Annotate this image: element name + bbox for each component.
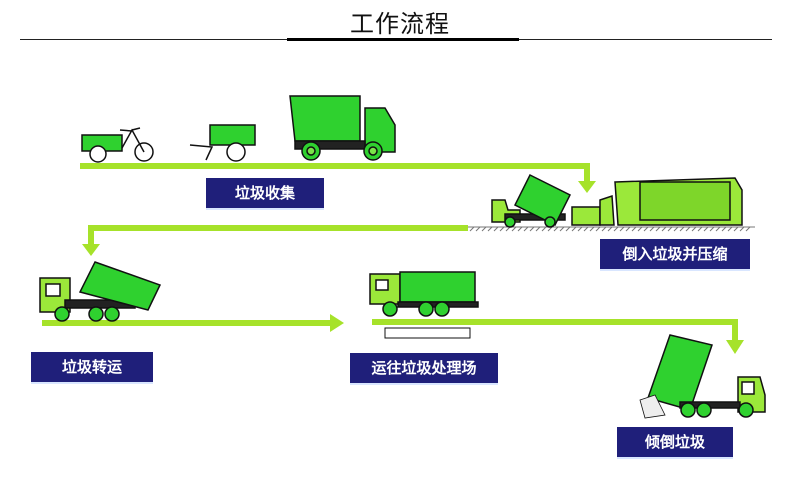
flow-line-row1-down bbox=[584, 163, 590, 183]
flow-line-row3b bbox=[372, 319, 738, 325]
flow-line-row3a bbox=[42, 320, 332, 326]
flow-line-row1 bbox=[80, 163, 590, 169]
title-underline-accent bbox=[287, 38, 519, 41]
ground-hatch bbox=[468, 226, 755, 232]
page-title: 工作流程 bbox=[350, 10, 450, 38]
flow-line-row2-down bbox=[88, 225, 94, 247]
flow-path bbox=[42, 163, 744, 354]
dumping-truck-icon bbox=[639, 334, 766, 419]
flow-line-row2 bbox=[88, 225, 468, 231]
dump-truck-icon bbox=[289, 95, 396, 161]
flow-arrow-down-1 bbox=[578, 181, 596, 193]
tipping-truck-icon bbox=[491, 173, 572, 228]
flow-arrow-right bbox=[330, 314, 344, 332]
flow-line-row3-down bbox=[732, 319, 738, 343]
flow-arrow-down-2 bbox=[82, 244, 100, 256]
handcart-icon bbox=[189, 124, 256, 162]
compactor-station-icon bbox=[571, 177, 743, 226]
step-label-to-landfill: 运往垃圾处理场 bbox=[350, 353, 498, 383]
transfer-truck-icon bbox=[39, 261, 162, 322]
tricycle-icon bbox=[81, 127, 154, 163]
step-label-dump: 倾倒垃圾 bbox=[617, 427, 733, 457]
step-label-collection: 垃圾收集 bbox=[206, 178, 324, 208]
flow-arrow-down-3 bbox=[726, 340, 744, 354]
truck-on-scale-icon bbox=[369, 271, 479, 339]
step-label-transfer: 垃圾转运 bbox=[31, 352, 153, 382]
step-label-compress: 倒入垃圾并压缩 bbox=[600, 239, 750, 269]
